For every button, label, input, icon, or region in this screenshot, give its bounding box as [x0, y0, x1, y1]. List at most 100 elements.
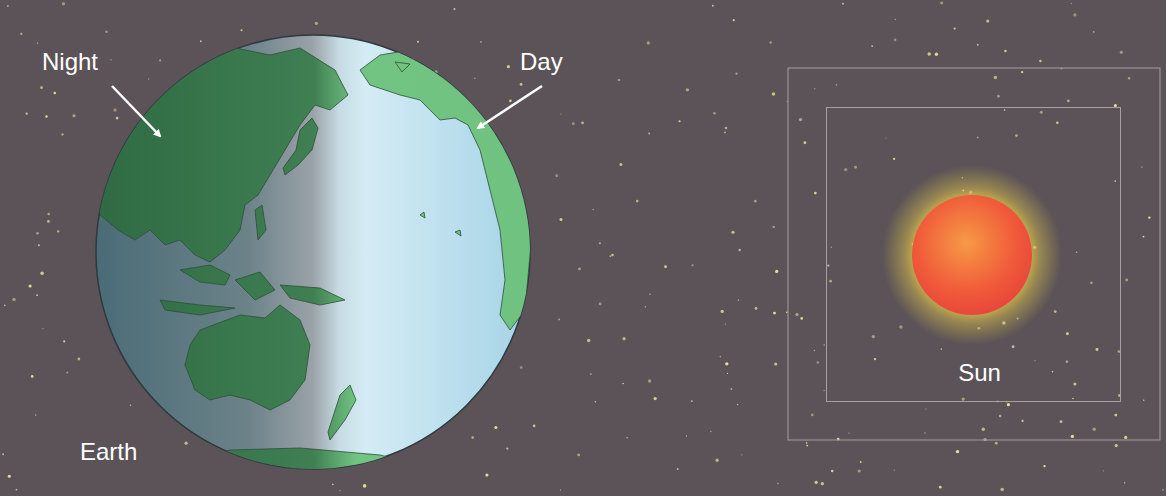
star	[1066, 332, 1069, 335]
star	[786, 312, 788, 314]
star	[636, 200, 639, 203]
star	[775, 270, 778, 273]
star	[116, 117, 119, 120]
star	[587, 339, 590, 342]
star	[994, 76, 998, 80]
star	[20, 33, 22, 35]
star	[654, 397, 657, 400]
star	[724, 131, 726, 133]
star	[725, 127, 728, 130]
star	[1125, 279, 1128, 282]
star	[29, 284, 32, 287]
star	[738, 299, 739, 300]
star	[1072, 398, 1074, 400]
star	[626, 437, 628, 439]
star	[814, 192, 817, 195]
star	[45, 115, 47, 117]
star	[2, 453, 4, 455]
star	[47, 213, 50, 216]
star	[712, 5, 714, 7]
star	[730, 388, 732, 390]
star	[962, 398, 965, 401]
star	[893, 158, 895, 160]
star	[735, 73, 737, 75]
star	[824, 344, 825, 345]
star	[185, 442, 188, 445]
star	[7, 5, 9, 7]
night-label: Night	[42, 48, 98, 76]
star	[1118, 350, 1121, 353]
star	[611, 254, 614, 257]
star	[848, 432, 849, 433]
star	[62, 2, 65, 5]
star	[506, 447, 508, 449]
star	[240, 29, 242, 31]
star	[572, 122, 575, 125]
sun-label: Sun	[946, 359, 1001, 387]
star	[769, 41, 772, 44]
star	[925, 408, 926, 409]
star	[35, 414, 36, 415]
star	[977, 44, 979, 46]
star	[581, 121, 584, 124]
star	[924, 432, 925, 433]
earth-label: Earth	[80, 438, 137, 466]
star	[999, 415, 1002, 418]
star	[1115, 444, 1118, 447]
star	[12, 298, 15, 301]
star	[1054, 310, 1057, 313]
star	[811, 414, 814, 417]
star	[1114, 180, 1116, 182]
star	[773, 226, 775, 228]
star	[54, 92, 57, 95]
star	[453, 8, 455, 10]
star	[36, 294, 38, 296]
star	[1124, 436, 1127, 439]
star	[827, 264, 829, 266]
star	[42, 328, 43, 329]
star	[1040, 111, 1043, 114]
star	[1000, 488, 1004, 492]
star	[38, 244, 40, 246]
star	[874, 358, 876, 360]
star	[940, 2, 943, 5]
star	[647, 41, 650, 44]
star	[720, 356, 722, 358]
star	[8, 475, 11, 478]
star	[622, 383, 624, 385]
star	[940, 348, 942, 350]
star	[159, 59, 161, 61]
star	[1148, 216, 1150, 218]
star	[520, 83, 523, 86]
star	[609, 255, 611, 257]
star	[417, 41, 419, 43]
star	[721, 310, 724, 313]
star	[844, 168, 847, 171]
star	[894, 39, 897, 42]
star	[806, 445, 808, 447]
star	[560, 489, 561, 490]
star	[895, 19, 896, 20]
star	[817, 361, 820, 364]
star	[1052, 371, 1054, 373]
star	[1034, 360, 1035, 361]
star	[37, 42, 38, 43]
star	[315, 22, 318, 25]
star	[772, 92, 776, 96]
star	[577, 454, 580, 457]
star	[831, 246, 832, 247]
star	[1128, 77, 1130, 79]
star	[599, 242, 601, 244]
star	[130, 404, 132, 406]
star	[821, 482, 824, 485]
star	[815, 481, 818, 484]
star	[997, 95, 1000, 98]
star	[842, 3, 844, 5]
star	[831, 470, 834, 473]
star	[899, 325, 902, 328]
star	[1143, 399, 1145, 401]
star	[725, 324, 726, 325]
star	[1067, 99, 1070, 102]
star	[795, 313, 798, 316]
star	[110, 59, 111, 60]
